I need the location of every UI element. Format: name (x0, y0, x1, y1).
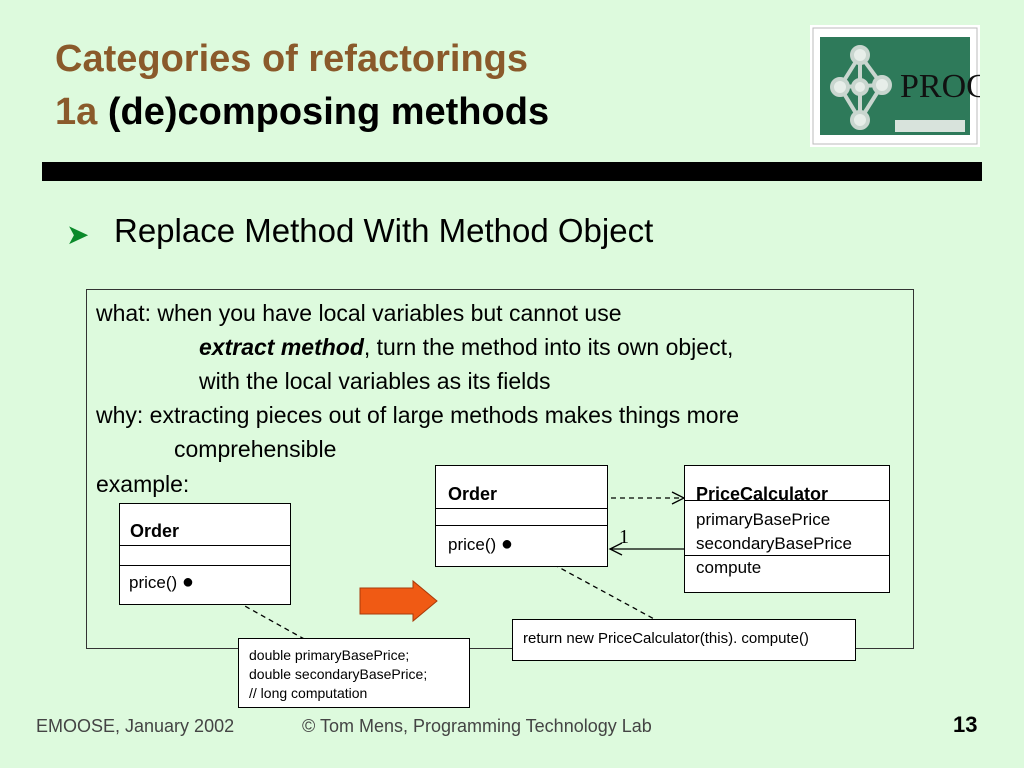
bullet-text: Replace Method With Method Object (114, 212, 654, 249)
what-line-1: what: when you have local variables but … (96, 300, 622, 326)
class-separator (120, 545, 290, 546)
class-separator (436, 508, 607, 509)
example-label: example: (96, 471, 190, 497)
class-method: compute (696, 558, 762, 577)
what-line-2-rest: , turn the method into its own object, (363, 334, 734, 360)
class-name: Order (130, 521, 180, 541)
footer-left: EMOOSE, January 2002 (36, 716, 235, 736)
what-line-3: with the local variables as its fields (199, 368, 551, 394)
title-divider (42, 162, 982, 181)
class-separator (120, 565, 290, 566)
subtitle-number: 1a (55, 91, 98, 133)
slide-title: Categories of refactorings (55, 38, 528, 80)
class-separator (436, 525, 607, 526)
why-line-1: why: extracting pieces out of large meth… (96, 402, 740, 428)
note-line: double primaryBasePrice; (249, 647, 410, 663)
slide-subtitle: 1a (de)composing methods (55, 90, 549, 134)
bullet-dot-icon: ● (500, 533, 513, 555)
class-name: PriceCalculator (696, 484, 829, 504)
atomium-logo-icon: PROG (812, 27, 991, 145)
class-separator (685, 555, 889, 556)
class-method: price() ● (448, 533, 513, 555)
logo-text: PROG (900, 68, 980, 105)
note-line: double secondaryBasePrice; (249, 666, 428, 682)
uml-class-price-calculator: PriceCalculator primaryBasePrice seconda… (684, 465, 890, 593)
uml-note-before: double primaryBasePrice; double secondar… (238, 638, 470, 708)
class-separator (685, 500, 889, 501)
what-line-2: extract method, turn the method into its… (199, 332, 733, 362)
class-name: Order (448, 484, 498, 504)
content-box (86, 289, 914, 649)
association-arrowhead (608, 542, 623, 556)
class-field: primaryBasePrice (696, 510, 831, 529)
transform-arrow-icon (359, 579, 438, 623)
page-number: 13 (953, 712, 978, 737)
bullet-arrow-icon: ➤ (66, 219, 90, 250)
uml-note-after: return new PriceCalculator(this). comput… (512, 619, 856, 661)
note-line: // long computation (249, 685, 368, 701)
class-method: price() ● (129, 571, 194, 593)
class-field: secondaryBasePrice (696, 534, 852, 553)
uml-class-order-before: Order price() ● (119, 503, 291, 605)
footer-center: © Tom Mens, Programming Technology Lab (302, 716, 652, 736)
prog-logo: PROG (810, 25, 991, 147)
bullet-dot-icon: ● (181, 571, 194, 593)
subtitle-text: (de)composing methods (107, 91, 550, 133)
uml-class-order-after: Order price() ● (435, 465, 608, 567)
multiplicity-label: 1 (619, 526, 629, 548)
why-line-2: comprehensible (174, 436, 337, 462)
extract-method-term: extract method (199, 334, 364, 360)
